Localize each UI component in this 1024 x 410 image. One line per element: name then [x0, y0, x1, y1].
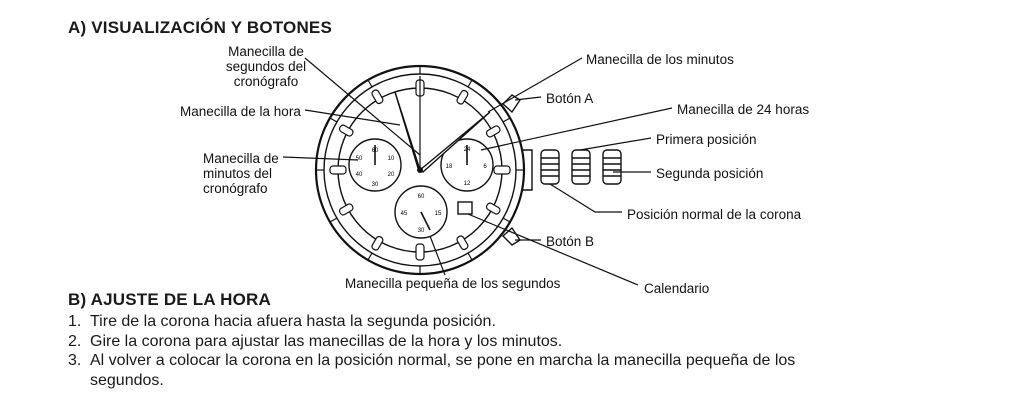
svg-text:12: 12 — [464, 181, 471, 187]
left-subdial: 60 10 20 30 40 50 — [348, 138, 402, 192]
svg-text:30: 30 — [372, 182, 379, 188]
bezel-ticks — [316, 66, 524, 274]
crown-positions — [540, 149, 622, 185]
instruction-list: 1.Tire de la corona hacia afuera hasta l… — [68, 312, 968, 390]
label-second-position: Segunda posición — [656, 166, 764, 181]
crown-second-position-icon — [602, 149, 622, 185]
svg-text:6: 6 — [483, 164, 487, 170]
crown-first-position-icon — [571, 149, 591, 185]
svg-text:24: 24 — [464, 147, 471, 153]
label-calendar: Calendario — [644, 281, 710, 296]
crown-normal-icon — [540, 149, 560, 185]
svg-text:18: 18 — [446, 164, 453, 170]
svg-text:30: 30 — [418, 228, 425, 234]
label-24h-hand: Manecilla de 24 horas — [677, 102, 810, 117]
svg-text:60: 60 — [418, 194, 425, 200]
left-subdial-60: 60 — [372, 148, 379, 154]
svg-text:50: 50 — [356, 156, 363, 162]
list-item: 1.Tire de la corona hacia afuera hasta l… — [68, 313, 496, 330]
svg-text:20: 20 — [388, 172, 395, 178]
label-chrono-seconds: Manecilla de segundos del cronógrafo — [225, 44, 307, 89]
bottom-subdial: 60 15 30 45 — [394, 185, 448, 239]
leader-lines — [282, 57, 673, 286]
svg-text:40: 40 — [356, 172, 363, 178]
svg-text:15: 15 — [435, 211, 442, 217]
crown-icon — [522, 149, 533, 191]
list-item: 2.Gire la corona para ajustar las maneci… — [68, 332, 563, 350]
label-first-position: Primera posición — [656, 132, 757, 147]
list-item: segundos. — [90, 371, 164, 389]
calendar-window — [457, 201, 473, 215]
section-a-title: A) VISUALIZACIÓN Y BOTONES — [68, 18, 333, 37]
svg-text:10: 10 — [388, 156, 395, 162]
label-chrono-minutes: Manecilla de minutos del cronógrafo — [203, 151, 279, 196]
list-item: 3.Al volver a colocar la corona en la po… — [68, 352, 796, 369]
label-button-b: Botón B — [546, 234, 595, 249]
svg-text:45: 45 — [401, 211, 408, 217]
label-button-a: Botón A — [546, 91, 594, 106]
label-hour-hand: Manecilla de la hora — [180, 104, 301, 119]
right-subdial: 24 6 12 18 — [440, 138, 494, 192]
label-small-seconds: Manecilla pequeña de los segundos — [345, 276, 561, 291]
label-minute-hand: Manecilla de los minutos — [586, 52, 734, 67]
label-crown-normal: Posición normal de la corona — [627, 207, 802, 222]
section-b-title: B) AJUSTE DE LA HORA — [68, 290, 271, 309]
